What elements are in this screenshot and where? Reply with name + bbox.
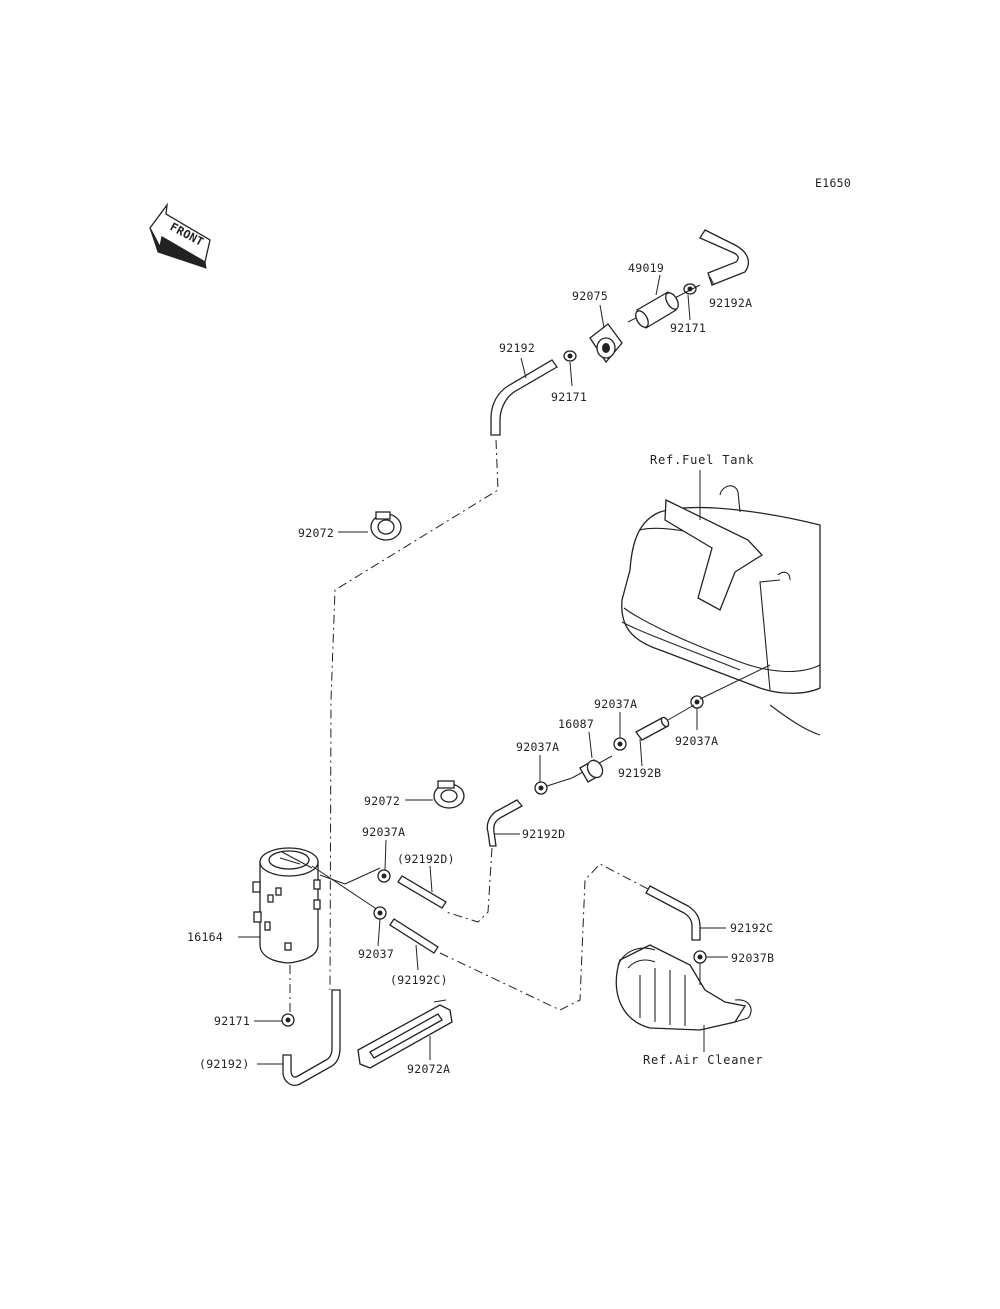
label-92192d: 92192D (522, 827, 565, 841)
hose-92192d-paren (397, 865, 447, 909)
band-92072-lower (405, 780, 465, 809)
band-92072-upper (338, 511, 402, 541)
ref-fuel-tank-label: Ref.Fuel Tank (650, 453, 754, 467)
clamp-92171-top (683, 283, 697, 321)
label-92037a-right: 92037A (594, 697, 637, 711)
air-cleaner-boot (615, 944, 752, 1052)
hose-92192b (635, 704, 695, 767)
label-92171-bottom: 92171 (214, 1014, 250, 1028)
label-92192b: 92192B (618, 766, 661, 780)
clamp-92037b (693, 950, 728, 985)
clamp-92037a-mid (534, 755, 573, 795)
label-92072a: 92072A (407, 1062, 450, 1076)
holder-92075 (589, 304, 623, 364)
label-92171-mid: 92171 (551, 390, 587, 404)
clamp-92171-mid (563, 350, 577, 387)
band-92072a (357, 999, 453, 1069)
hose-92192-bottom (257, 989, 341, 1086)
label-92171-top: 92171 (670, 321, 706, 335)
hose-92192d (445, 799, 524, 923)
valve-16087 (571, 731, 613, 783)
label-16087: 16087 (558, 717, 594, 731)
clamp-92037a-right (613, 712, 627, 751)
hose-92192 (490, 357, 558, 436)
route-line-main (329, 439, 499, 991)
label-92037b: 92037B (731, 951, 774, 965)
hose-92192c (645, 885, 726, 941)
label-49019: 49019 (628, 261, 664, 275)
label-92192c: 92192C (730, 921, 773, 935)
label-92075: 92075 (572, 289, 608, 303)
label-92192a: 92192A (709, 296, 752, 310)
hose-92192c-paren (389, 863, 651, 1011)
label-92072-lower: 92072 (364, 794, 400, 808)
label-92072-upper: 92072 (298, 526, 334, 540)
label-92037a-left: 92037A (362, 825, 405, 839)
hose-92192a (699, 229, 749, 286)
front-arrow-icon: FRONT (149, 202, 211, 269)
diagram-code: E1650 (815, 176, 851, 190)
clamp-92037 (373, 906, 387, 947)
label-92037a-tank: 92037A (675, 734, 718, 748)
canister-16164 (238, 847, 379, 964)
fuel-filter-49019 (627, 274, 701, 329)
ref-air-cleaner-label: Ref.Air Cleaner (643, 1053, 763, 1067)
label-92192c-paren: (92192C) (390, 973, 448, 987)
clamp-92171-bottom (254, 965, 295, 1027)
label-92192: 92192 (499, 341, 535, 355)
clamp-92037a-left (319, 839, 391, 885)
label-92037a-mid: 92037A (516, 740, 559, 754)
label-16164: 16164 (187, 930, 223, 944)
label-92192-paren: (92192) (199, 1057, 250, 1071)
fuel-tank (621, 470, 821, 736)
label-92037: 92037 (358, 947, 394, 961)
label-92192d-paren: (92192D) (397, 852, 455, 866)
